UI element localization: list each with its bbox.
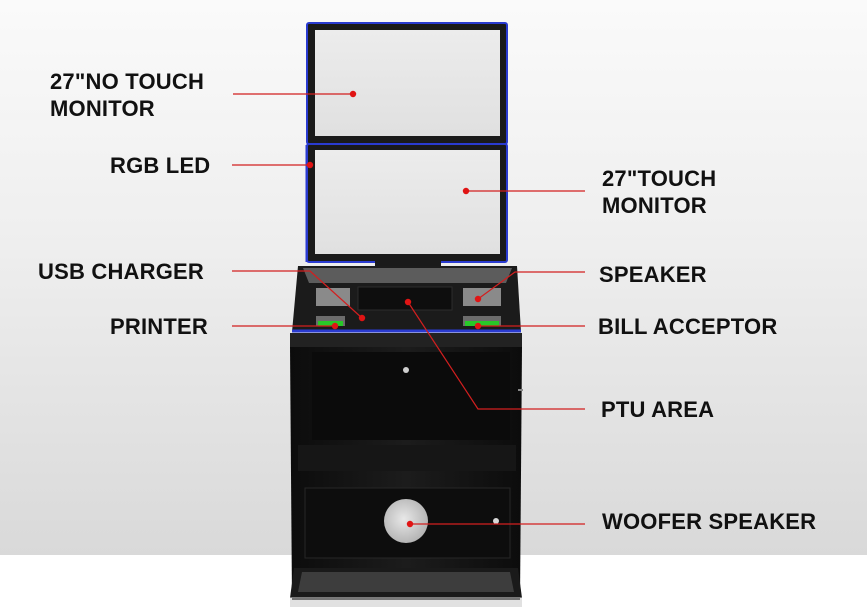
callout-no-touch-monitor: 27"NO TOUCH MONITOR [50, 69, 205, 121]
marker-dot [406, 520, 414, 528]
marker-dot [349, 90, 357, 98]
callout-usb-charger: USB CHARGER [38, 259, 204, 284]
leader-ptu-area [407, 301, 585, 410]
leader-usb-charger [232, 270, 363, 319]
callout-bill-acceptor: BILL ACCEPTOR [598, 314, 778, 339]
callout-printer: PRINTER [110, 314, 208, 339]
monitor-neck [375, 261, 441, 269]
marker-dot [358, 314, 366, 322]
callout-speaker: SPEAKER [599, 262, 707, 287]
callout-touch-monitor: 27"TOUCH MONITOR [602, 166, 717, 218]
cabinet-body [290, 333, 523, 600]
marker-dots [306, 90, 482, 528]
marker-dot [404, 298, 412, 306]
no-touch-monitor [306, 22, 508, 145]
control-deck [292, 266, 521, 333]
marker-dot [462, 187, 470, 195]
cabinet-base [290, 568, 522, 607]
callout-ptu-area: PTU AREA [601, 397, 715, 422]
marker-dot [331, 322, 339, 330]
marker-dot [306, 161, 314, 169]
callout-woofer-speaker: WOOFER SPEAKER [602, 509, 817, 534]
marker-dot [474, 295, 482, 303]
touch-monitor [306, 143, 508, 263]
leader-lines [232, 93, 585, 525]
marker-dot [474, 322, 482, 330]
woofer-speaker [384, 499, 499, 543]
leader-speaker [477, 271, 585, 300]
callout-rgb-led: RGB LED [110, 153, 211, 178]
